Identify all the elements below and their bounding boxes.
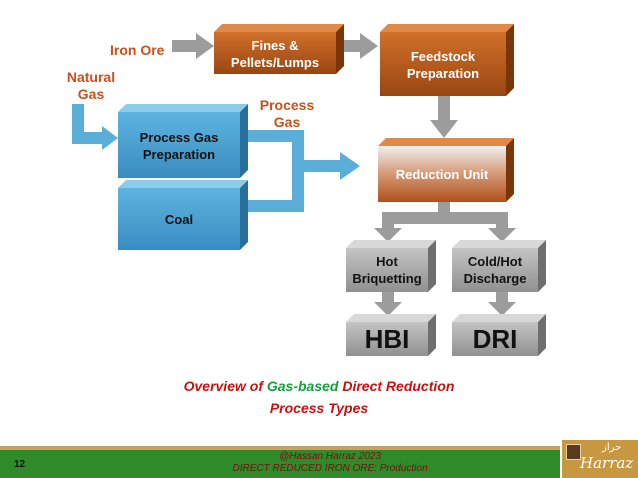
- feedstock-label-1: Feedstock: [411, 49, 476, 64]
- fines-label-1: Fines &: [252, 38, 299, 53]
- arrow-natural-gas-to-prep: [72, 104, 118, 150]
- reduction-unit-box: Reduction Unit: [378, 138, 514, 202]
- discharge-label-1: Cold/Hot: [468, 254, 523, 269]
- footer-subtitle: DIRECT REDUCED IRON ORE: Production: [232, 463, 428, 474]
- footer-credit: @Hassan Harraz 2023: [279, 451, 381, 462]
- logo-arabic-text: حراز: [602, 442, 622, 453]
- process-gas-label-1: Process: [260, 97, 315, 113]
- fines-label-2: Pellets/Lumps: [231, 55, 319, 70]
- process-flow-diagram: Fines & Pellets/Lumps Feedstock Preparat…: [67, 24, 546, 356]
- caption-part2: Gas-based: [266, 378, 339, 394]
- hot-briquetting-label-1: Hot: [376, 254, 398, 269]
- diagram-caption-line1: Overview of Gas-based Direct Reduction: [0, 378, 638, 394]
- discharge-label-2: Discharge: [464, 271, 527, 286]
- caption-part1: Overview of: [183, 378, 267, 394]
- reduction-unit-label: Reduction Unit: [396, 167, 489, 182]
- arrow-briquetting-to-hbi: [374, 292, 402, 316]
- coal-label: Coal: [165, 212, 193, 227]
- process-gas-prep-label-1: Process Gas: [140, 130, 219, 145]
- arrow-feedstock-to-reduction: [430, 96, 458, 138]
- footer-divider: [0, 446, 560, 450]
- hot-briquetting-label-2: Briquetting: [352, 271, 421, 286]
- iron-ore-label: Iron Ore: [110, 42, 165, 58]
- blue-process-gas-connector: [246, 130, 360, 212]
- hot-briquetting-box: Hot Briquetting: [346, 240, 436, 292]
- harraz-logo: حراز Harraz: [562, 440, 638, 478]
- process-gas-preparation-box: Process Gas Preparation: [118, 104, 248, 178]
- fines-pellets-box: Fines & Pellets/Lumps: [214, 24, 344, 74]
- coal-box: Coal: [118, 180, 248, 250]
- feedstock-preparation-box: Feedstock Preparation: [380, 24, 514, 96]
- caption-part3: Direct Reduction: [338, 378, 455, 394]
- author-avatar: [566, 444, 581, 460]
- arrow-iron-ore-to-fines: [172, 33, 214, 59]
- arrow-reduction-split: [374, 202, 516, 242]
- process-gas-label-2: Gas: [274, 114, 301, 130]
- cold-hot-discharge-box: Cold/Hot Discharge: [452, 240, 546, 292]
- feedstock-label-2: Preparation: [407, 66, 479, 81]
- natural-gas-label-2: Gas: [78, 86, 105, 102]
- diagram-caption-line2: Process Types: [269, 400, 369, 416]
- page-number: 12: [14, 459, 26, 470]
- footer-band: [0, 450, 560, 478]
- arrow-discharge-to-dri: [488, 292, 516, 316]
- natural-gas-label-1: Natural: [67, 69, 115, 85]
- logo-text: Harraz: [580, 454, 634, 472]
- dri-box: DRI: [452, 314, 546, 356]
- process-gas-prep-label-2: Preparation: [143, 147, 215, 162]
- hbi-label: HBI: [365, 324, 410, 354]
- hbi-box: HBI: [346, 314, 436, 356]
- dri-label: DRI: [473, 324, 518, 354]
